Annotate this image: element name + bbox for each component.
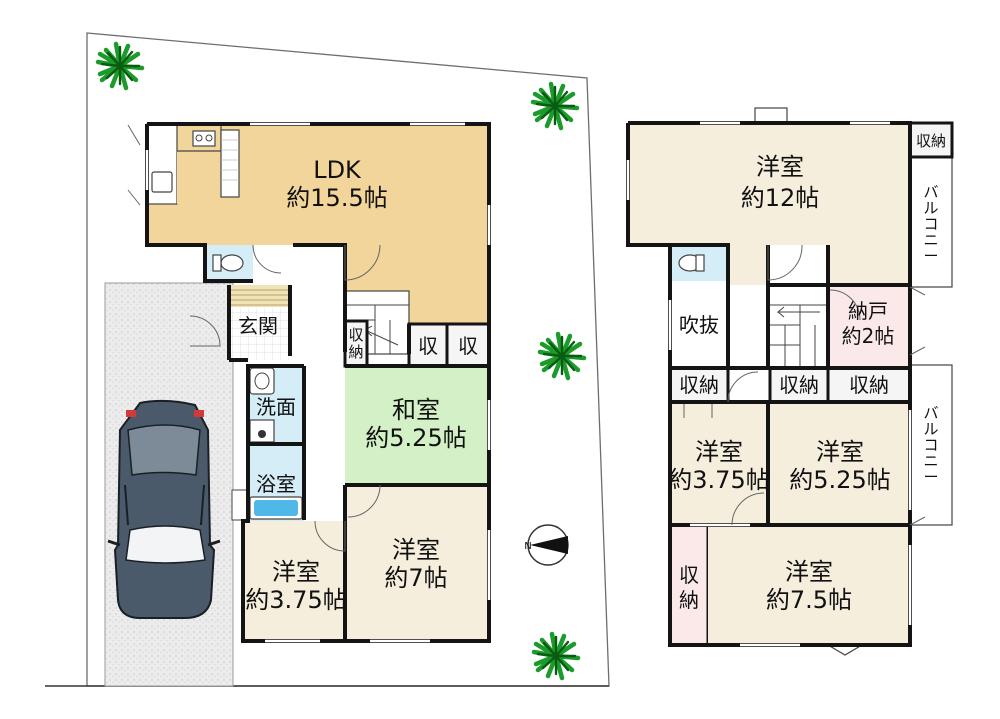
bathtub-icon bbox=[249, 496, 303, 520]
yoshitsu-525-2f-room bbox=[770, 402, 910, 525]
storage-row-3-label: 収納 bbox=[849, 373, 889, 397]
car-icon bbox=[107, 399, 221, 619]
fukinuke-label: 吹抜 bbox=[679, 313, 719, 337]
toilet-icon bbox=[678, 254, 705, 272]
nando-size: 約2帖 bbox=[842, 324, 895, 348]
fukinuke-room bbox=[670, 285, 728, 368]
washitsu-label: 和室 bbox=[392, 396, 440, 424]
svg-text:ル: ル bbox=[923, 420, 938, 438]
stairs-icon bbox=[767, 284, 829, 369]
balcony-mid-label: バ ル コ ニ ー bbox=[923, 404, 938, 486]
yoshitsu-7-size: 約7帖 bbox=[384, 564, 447, 592]
tree-icon bbox=[540, 334, 584, 378]
yoshitsu-375-2f-room bbox=[670, 402, 768, 525]
yoshitsu-12-size: 約12帖 bbox=[741, 184, 820, 212]
storage-row-1 bbox=[668, 366, 730, 404]
svg-text:コ: コ bbox=[923, 215, 938, 233]
tree-icon bbox=[98, 44, 142, 88]
yoshitsu-75-room bbox=[708, 525, 910, 645]
svg-text:N: N bbox=[524, 541, 531, 552]
yoshitsu-12-label: 洋室 bbox=[756, 153, 804, 181]
storage-row-3 bbox=[826, 366, 912, 404]
yoshitsu-375-2f-size: 約3.75帖 bbox=[668, 466, 769, 494]
yoshitsu-7-room bbox=[345, 485, 489, 641]
svg-text:バ: バ bbox=[923, 404, 938, 422]
genkan-floor bbox=[229, 307, 290, 360]
svg-text:ー: ー bbox=[923, 468, 938, 486]
svg-text:ニ: ニ bbox=[923, 452, 938, 470]
washitsu-size: 約5.25帖 bbox=[365, 424, 466, 452]
toilet-icon bbox=[212, 254, 244, 272]
svg-text:ル: ル bbox=[923, 199, 938, 217]
tree-icon bbox=[534, 634, 578, 678]
yokushitsu-label: 浴室 bbox=[256, 472, 296, 496]
yoshitsu-525-2f-label: 洋室 bbox=[816, 438, 864, 466]
storage-top-label: 収納 bbox=[916, 132, 946, 150]
balcony-mid bbox=[909, 364, 953, 526]
compass-icon: N bbox=[524, 524, 569, 566]
tree-icon bbox=[533, 84, 577, 128]
yoshitsu-375-size: 約3.75帖 bbox=[245, 586, 346, 614]
genkan-label: 玄関 bbox=[238, 314, 278, 338]
nando-label: 納戸 bbox=[848, 299, 888, 323]
storage-2-label: 収 bbox=[458, 334, 478, 358]
genkan-area bbox=[229, 285, 290, 307]
storage-top bbox=[908, 121, 954, 159]
nando-room bbox=[828, 285, 910, 368]
yoshitsu-12-room bbox=[628, 123, 910, 290]
storage-1-label: 収 bbox=[418, 334, 438, 358]
svg-text:ー: ー bbox=[923, 247, 938, 265]
yoshitsu-375-2f-label: 洋室 bbox=[695, 438, 743, 466]
senmen-label: 洗面 bbox=[256, 395, 296, 419]
washitsu-room bbox=[345, 366, 489, 485]
floor1 bbox=[127, 122, 491, 643]
balcony-top-label: バ ル コ ニ ー bbox=[923, 183, 938, 265]
yoshitsu-75-label: 洋室 bbox=[785, 558, 833, 586]
yoshitsu-75-size: 約7.5帖 bbox=[766, 586, 852, 614]
storage-row-1-label: 収納 bbox=[679, 373, 719, 397]
yoshitsu-375-room bbox=[243, 521, 345, 641]
yoshitsu-525-2f-size: 約5.25帖 bbox=[789, 466, 890, 494]
storage-stair-label-2: 納 bbox=[348, 343, 363, 361]
svg-text:ニ: ニ bbox=[923, 231, 938, 249]
svg-text:コ: コ bbox=[923, 436, 938, 454]
svg-text:バ: バ bbox=[923, 183, 938, 201]
storage-stair-label-1: 収 bbox=[348, 326, 363, 344]
storage-left-label-1: 収 bbox=[679, 563, 699, 587]
floor2 bbox=[626, 107, 954, 656]
sink-icon bbox=[249, 367, 275, 395]
yoshitsu-375-label: 洋室 bbox=[272, 558, 320, 586]
storage-row-2-label: 収納 bbox=[779, 373, 819, 397]
storage-left-label-2: 納 bbox=[679, 588, 699, 612]
ldk-label: LDK bbox=[313, 156, 362, 184]
ldk-size: 約15.5帖 bbox=[286, 184, 387, 212]
yoshitsu-7-label: 洋室 bbox=[392, 536, 440, 564]
